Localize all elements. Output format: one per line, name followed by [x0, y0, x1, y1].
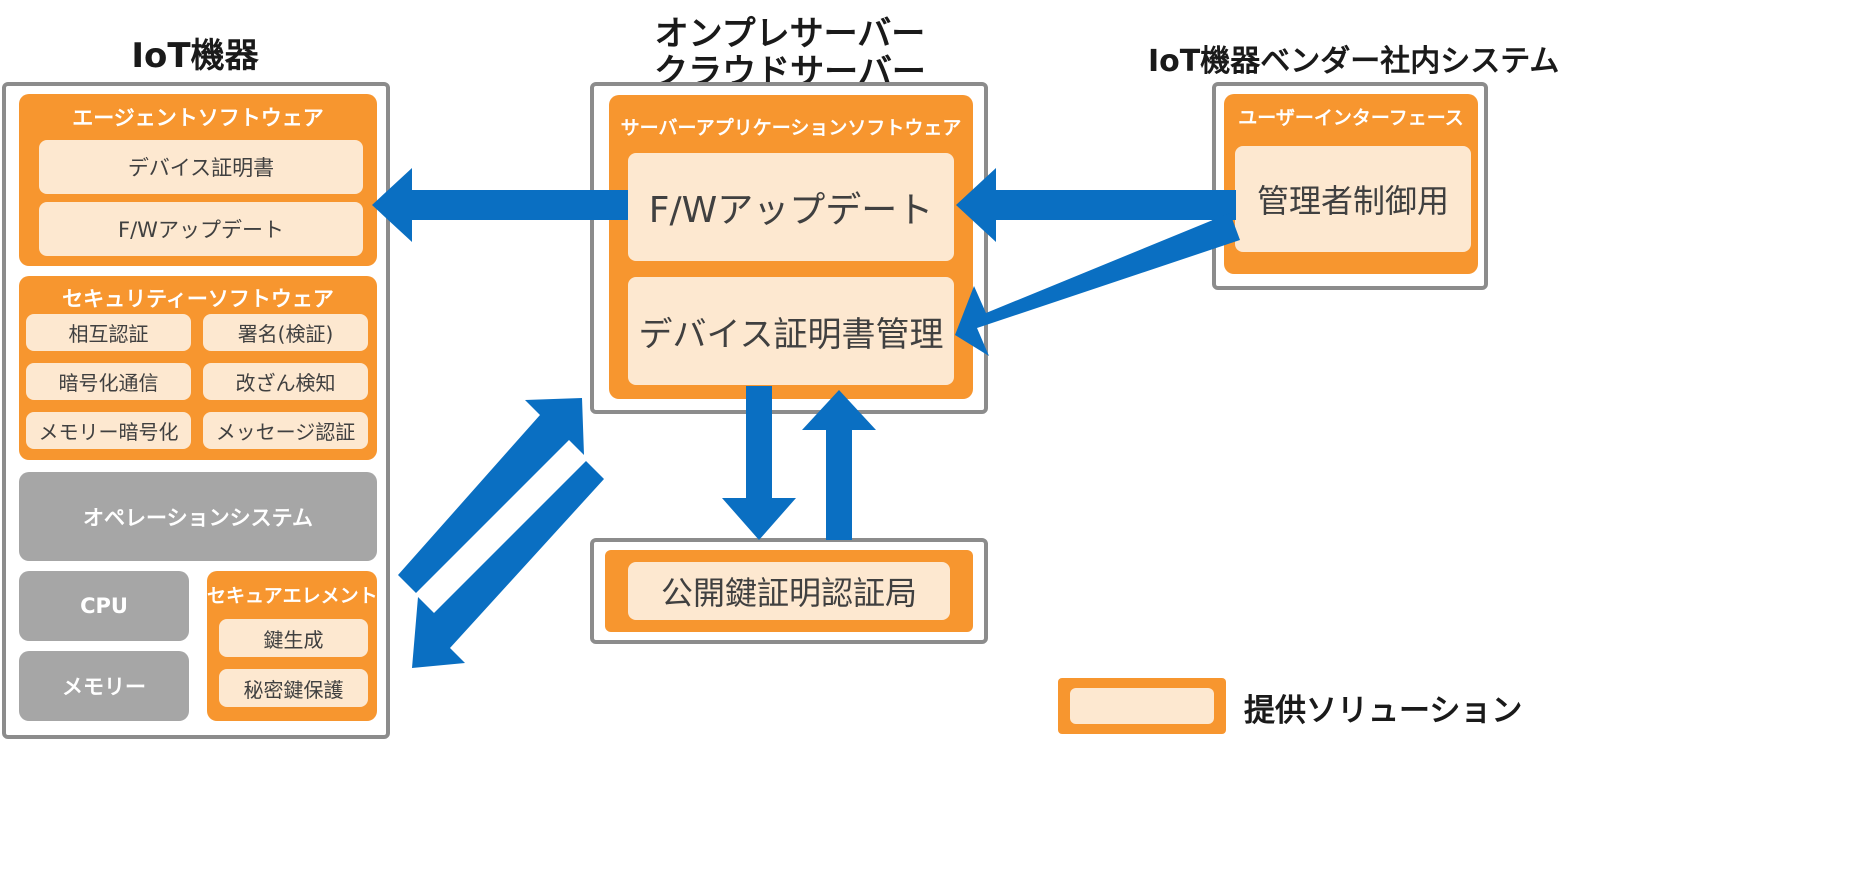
- server-fw-update-box: F/Wアップデート: [628, 153, 954, 261]
- cpu-box: CPU: [19, 571, 189, 641]
- device-cert-management-box: デバイス証明書管理: [628, 277, 954, 385]
- user-interface-label: ユーザーインターフェース: [1238, 107, 1464, 129]
- arrow-server-to-iot-diag: [412, 461, 604, 668]
- arrow-vendor-to-server-cert: [955, 213, 1240, 356]
- iot-device-title: IoT機器: [131, 36, 259, 76]
- security-software-panel: セキュリティーソフトウェア 相互認証 署名(検証) 暗号化通信 改ざん検知 メモ…: [19, 276, 377, 460]
- server-app-label: サーバーアプリケーションソフトウェア: [620, 117, 962, 139]
- agent-software-label: エージェントソフトウェア: [72, 106, 324, 130]
- memory-encrypt-box: メモリー暗号化: [26, 412, 191, 449]
- security-software-label: セキュリティーソフトウェア: [62, 287, 334, 311]
- legend-swatch: [1058, 678, 1226, 734]
- ca-box: 公開鍵証明認証局: [628, 562, 950, 620]
- secure-element-label: セキュアエレメント: [207, 585, 378, 607]
- agent-software-panel: エージェントソフトウェア デバイス証明書 F/Wアップデート: [19, 94, 377, 266]
- signature-verify-box: 署名(検証): [203, 314, 368, 351]
- vendor-title: IoT機器ベンダー社内システム: [1148, 44, 1560, 79]
- message-auth-box: メッセージ認証: [203, 412, 368, 449]
- device-certificate-box: デバイス証明書: [39, 140, 363, 194]
- legend-label: 提供ソリューション: [1244, 693, 1523, 729]
- arrow-iot-to-server: [398, 398, 584, 593]
- operating-system-box: オペレーションシステム: [19, 472, 377, 561]
- mutual-auth-box: 相互認証: [26, 314, 191, 351]
- private-key-protect-box: 秘密鍵保護: [219, 669, 368, 707]
- secure-element-panel: セキュアエレメント 鍵生成 秘密鍵保護: [207, 571, 378, 721]
- arrow-vendor-to-server-fw: [956, 168, 1236, 242]
- admin-control-box: 管理者制御用: [1235, 146, 1471, 252]
- tamper-detect-box: 改ざん検知: [203, 363, 368, 400]
- encrypted-comm-box: 暗号化通信: [26, 363, 191, 400]
- ca-panel: 公開鍵証明認証局: [605, 550, 973, 632]
- user-interface-panel: ユーザーインターフェース 管理者制御用: [1224, 94, 1478, 274]
- key-generation-box: 鍵生成: [219, 619, 368, 657]
- fw-update-box: F/Wアップデート: [39, 202, 363, 256]
- server-app-panel: サーバーアプリケーションソフトウェア F/Wアップデート デバイス証明書管理: [609, 95, 973, 399]
- memory-box: メモリー: [19, 651, 189, 721]
- server-title-line1: オンプレサーバー: [654, 14, 926, 54]
